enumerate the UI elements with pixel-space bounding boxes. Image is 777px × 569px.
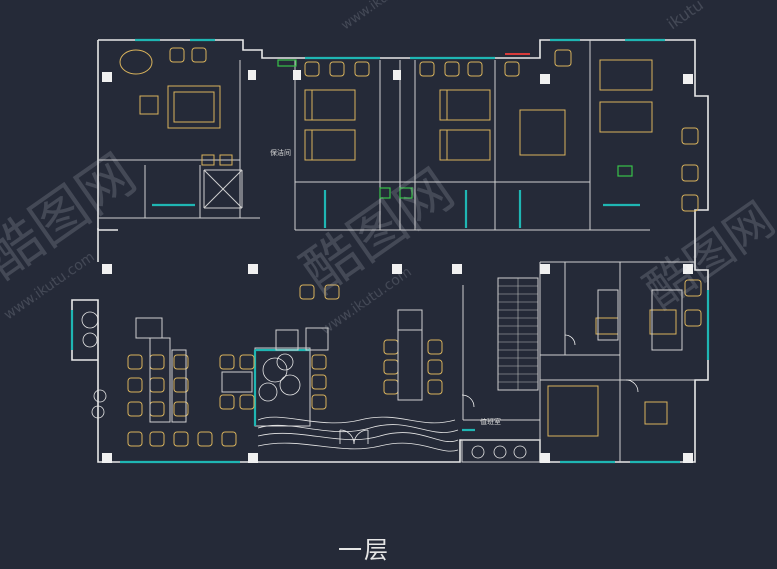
- interior-walls: [98, 40, 695, 463]
- tables-and-counters: [135, 289, 683, 423]
- windows: [70, 38, 710, 464]
- green-fixtures: [277, 59, 633, 199]
- staircase: [498, 278, 538, 390]
- beds: [167, 59, 653, 437]
- storage-room-label: 保洁间: [270, 148, 291, 157]
- door-swings: [339, 334, 639, 445]
- planter-feature: [81, 311, 527, 459]
- chairs-and-sofas: [119, 47, 702, 447]
- reception-room-label: 值班室: [480, 417, 501, 426]
- structural-columns: [102, 70, 693, 463]
- floor-title: 一层: [338, 536, 390, 564]
- watermark: 酷图网 www.ikutu.com 酷图网 www.ikutu.com 酷图网 …: [0, 0, 777, 338]
- watermark-short: ikutu: [663, 0, 706, 33]
- watermark-domain: www.ikutu.com: [339, 0, 429, 33]
